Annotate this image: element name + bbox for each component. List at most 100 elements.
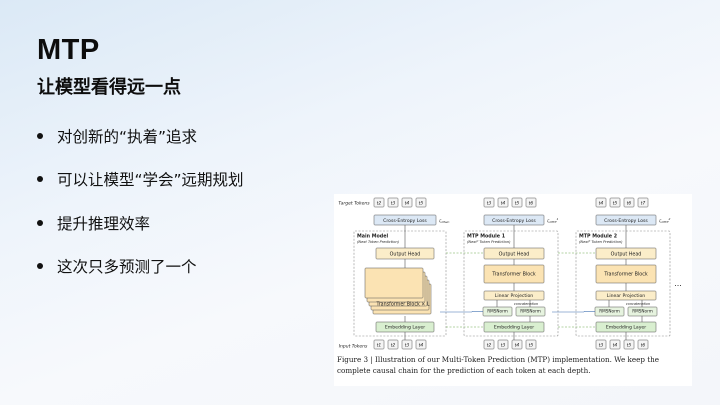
target-token-label: t6	[529, 201, 534, 207]
target-token	[497, 197, 509, 208]
transformer-block-label: Transformer Block × L	[375, 302, 429, 308]
slide-title: MTP	[37, 34, 100, 66]
main-model-title: Main Model	[357, 234, 388, 240]
input-token	[401, 339, 413, 350]
mtp-module-title: MTP Module 2	[579, 234, 617, 240]
target-token-label: t5	[419, 201, 424, 207]
input-token	[483, 339, 495, 350]
input-token-label: t3	[501, 343, 506, 349]
input-token	[623, 339, 635, 350]
bullet-dot-icon	[37, 219, 43, 226]
bullet-text: 对创新的“执着”追求	[57, 127, 198, 146]
target-token	[511, 197, 523, 208]
bullet-text: 这次只多预测了一个	[57, 258, 197, 276]
bullet-dot-icon	[37, 176, 43, 182]
output-head-label: Output Head	[390, 252, 421, 258]
mtp-module-subtitle: (Next² Token Prediction)	[467, 240, 511, 244]
target-token-label: t5	[613, 201, 618, 207]
input-token	[525, 339, 537, 350]
main-model-subtitle: (Next Token Prediction)	[357, 240, 400, 244]
loss-main-label: ℒMain	[439, 219, 450, 225]
input-token-label: t3	[405, 343, 410, 349]
embedding-layer-label: Embedding Layer	[385, 325, 425, 331]
input-token-label: t5	[627, 343, 632, 349]
mtp-module-title: MTP Module 1	[467, 234, 505, 240]
bullet-item: 可以让模型“学会”远期规划	[37, 170, 244, 189]
transformer-block-label: Transformer Block	[603, 272, 648, 278]
input-token-label: t4	[613, 343, 618, 349]
input-token	[595, 339, 607, 350]
input-tokens-label: Input Tokens	[339, 344, 368, 350]
input-token-label: t1	[377, 343, 382, 349]
target-token-label: t7	[641, 201, 646, 207]
input-token-label: t4	[419, 343, 424, 349]
bullet-list: 对创新的“执着”追求 可以让模型“学会”远期规划 提升推理效率 这次只多预测了一…	[37, 126, 244, 300]
target-token-label: t4	[501, 201, 506, 207]
target-token	[415, 197, 427, 208]
rmsnorm-label: RMSNorm	[599, 309, 620, 314]
bullet-text: 可以让模型“学会”远期规划	[57, 171, 244, 189]
linear-projection-label: Linear Projection	[495, 293, 534, 299]
target-token-label: t3	[487, 201, 492, 207]
bullet-item: 对创新的“执着”追求	[37, 126, 244, 146]
target-token	[595, 197, 607, 208]
loss-mtp-label: ℒMTP1	[547, 217, 558, 224]
concatenation-label: concatenation	[626, 302, 650, 306]
target-token-label: t6	[627, 201, 632, 207]
input-token	[609, 339, 621, 350]
bullet-item: 这次只多预测了一个	[37, 257, 244, 276]
target-token	[609, 197, 621, 208]
loss-mtp-label: ℒMTP2	[659, 217, 670, 224]
linear-projection-label: Linear Projection	[607, 293, 646, 299]
cross-entropy-loss-label: Cross-Entropy Loss	[383, 218, 427, 224]
target-token	[483, 197, 495, 208]
embedding-layer-label: Embedding Layer	[494, 325, 534, 331]
bullet-dot-icon	[37, 132, 43, 139]
mtp-module-frame	[575, 230, 671, 337]
input-token-label: t5	[529, 343, 534, 349]
input-token-label: t4	[515, 343, 520, 349]
target-token	[387, 197, 399, 208]
target-token-label: t3	[391, 201, 396, 207]
target-tokens-label: Target Tokens	[338, 201, 370, 207]
target-token-label: t4	[599, 201, 604, 207]
target-token	[373, 197, 385, 208]
rmsnorm-box	[515, 306, 546, 317]
rmsnorm-label: RMSNorm	[487, 309, 508, 314]
target-token-label: t2	[377, 201, 382, 207]
input-token	[637, 339, 649, 350]
cross-entropy-loss-label: Cross-Entropy Loss	[492, 218, 536, 224]
input-token	[415, 339, 427, 350]
bullet-dot-icon	[37, 263, 43, 269]
output-head-label: Output Head	[611, 252, 642, 258]
input-token	[497, 339, 509, 350]
target-token	[525, 197, 537, 208]
output-head-label: Output Head	[499, 252, 530, 258]
rmsnorm-label: RMSNorm	[632, 309, 653, 314]
input-token	[373, 339, 385, 350]
figure-caption: Figure 3 | Illustration of our Multi-Tok…	[337, 355, 659, 375]
mtp-module-frame	[463, 230, 559, 337]
rmsnorm-box	[627, 306, 658, 317]
input-token-label: t2	[391, 343, 396, 349]
mtp-module-subtitle: (Next³ Token Prediction)	[579, 240, 623, 244]
concatenation-label: concatenation	[514, 302, 538, 306]
rmsnorm-label: RMSNorm	[520, 309, 541, 314]
transformer-block-label: Transformer Block	[491, 272, 536, 278]
cross-entropy-loss-label: Cross-Entropy Loss	[604, 218, 648, 224]
input-token-label: t6	[641, 343, 646, 349]
input-token-label: t2	[487, 343, 492, 349]
slide-subtitle: 让模型看得远一点	[37, 77, 181, 98]
ellipsis-label: ···	[674, 282, 682, 291]
bullet-item: 提升推理效率	[37, 213, 244, 233]
target-token-label: t4	[405, 201, 410, 207]
transformer-block-box	[364, 267, 424, 299]
target-token	[623, 197, 635, 208]
bullet-text: 提升推理效率	[57, 214, 151, 233]
input-token	[387, 339, 399, 350]
embedding-layer-label: Embedding Layer	[606, 325, 646, 331]
target-token-label: t5	[515, 201, 520, 207]
